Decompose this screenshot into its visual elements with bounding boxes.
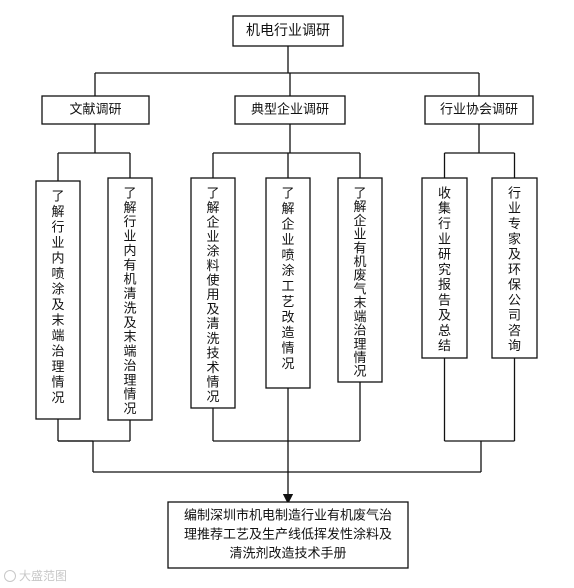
leaf-box-assoc-1: [421, 177, 468, 359]
level1-label-lit: 文献调研: [69, 103, 121, 118]
leaf-box-ent-1: [190, 177, 236, 409]
watermark-logo-icon: [4, 569, 16, 582]
leaf-text-assoc-1: 收集行业研究报告及总结: [438, 186, 451, 354]
leaf-box-ent-3: [337, 177, 383, 383]
leaf-text-ent-2: 了解企业喷涂工艺改造情况: [281, 186, 294, 372]
leaf-box-ent-2: [265, 177, 311, 389]
level1-box-ent: [234, 95, 346, 125]
leaf-box-lit-2: [107, 177, 153, 421]
root-box: [232, 15, 344, 47]
watermark-text: 大盛范图: [19, 569, 68, 583]
leaf-box-lit-1: [35, 180, 81, 420]
level1-box-lit: [41, 95, 150, 125]
output-line-1: 理推荐工艺及生产线低挥发性涂料及: [184, 527, 392, 543]
output-line-2: 清洗剂改造技术手册: [229, 547, 346, 562]
level1-box-assoc: [424, 95, 534, 125]
leaf-box-assoc-2: [491, 177, 538, 359]
watermark: 大盛范图: [4, 567, 67, 584]
output-box: [167, 501, 409, 569]
leaf-text-ent-3: 了解企业有机废气末端治理情况: [353, 186, 366, 379]
output-line-0: 编制深圳市机电制造行业有机废气治: [184, 508, 392, 524]
leaf-text-lit-1: 了解行业内喷涂及末端治理情况: [51, 189, 64, 406]
level1-label-assoc: 行业协会调研: [440, 103, 518, 118]
leaf-text-assoc-2: 行业专家及环保公司咨询: [508, 186, 521, 354]
leaf-text-lit-2: 了解行业内有机清洗及末端治理情况: [123, 186, 136, 417]
leaf-text-ent-1: 了解企业涂料使用及清洗技术情况: [206, 186, 219, 404]
connectors: [57, 46, 516, 505]
level1-label-ent: 典型企业调研: [251, 102, 329, 118]
root-label: 机电行业调研: [246, 23, 330, 39]
